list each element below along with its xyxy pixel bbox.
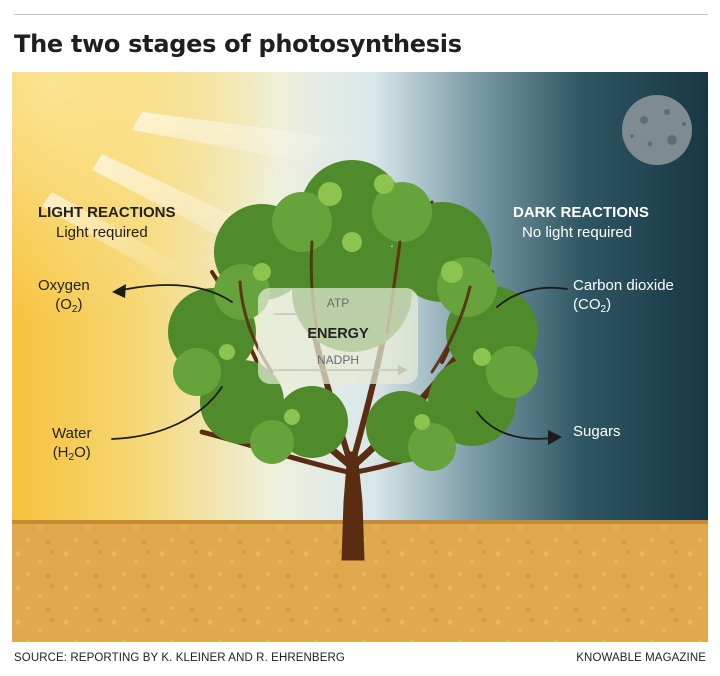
oxygen-label: Oxygen (O2) [38,276,90,315]
light-reactions-heading: LIGHT REACTIONS [38,204,176,221]
nadph-label: NADPH [316,353,359,367]
publisher-credit: KNOWABLE MAGAZINE [576,652,706,664]
oxygen-name: Oxygen [38,277,90,294]
water-formula: (H2O) [52,444,91,463]
carbon-dioxide-formula: (CO2) [573,296,612,315]
co2-arrow [496,286,568,308]
oxygen-formula: (O2) [55,296,83,315]
water-arrow [111,386,223,440]
page-title: The two stages of photosynthesis [14,30,462,58]
water-label: Water (H2O) [52,424,92,463]
atp-label: ATP [326,296,350,310]
oxygen-arrow [121,284,233,303]
top-rule [14,14,708,15]
dark-reactions-heading: DARK REACTIONS [513,204,649,221]
moon-icon [622,95,692,165]
carbon-dioxide-label: Carbon dioxide (CO2) [573,276,674,315]
sugars-label: Sugars [573,423,621,440]
energy-label: ENERGY [307,326,369,342]
dark-reactions-subheading: No light required [522,224,633,241]
water-name: Water [52,425,92,442]
carbon-dioxide-name: Carbon dioxide [573,277,674,294]
sugars-arrow [476,411,553,440]
source-credit: SOURCE: REPORTING BY K. KLEINER AND R. E… [14,652,345,664]
light-reactions-subheading: Light required [56,224,148,241]
energy-box [258,288,418,384]
